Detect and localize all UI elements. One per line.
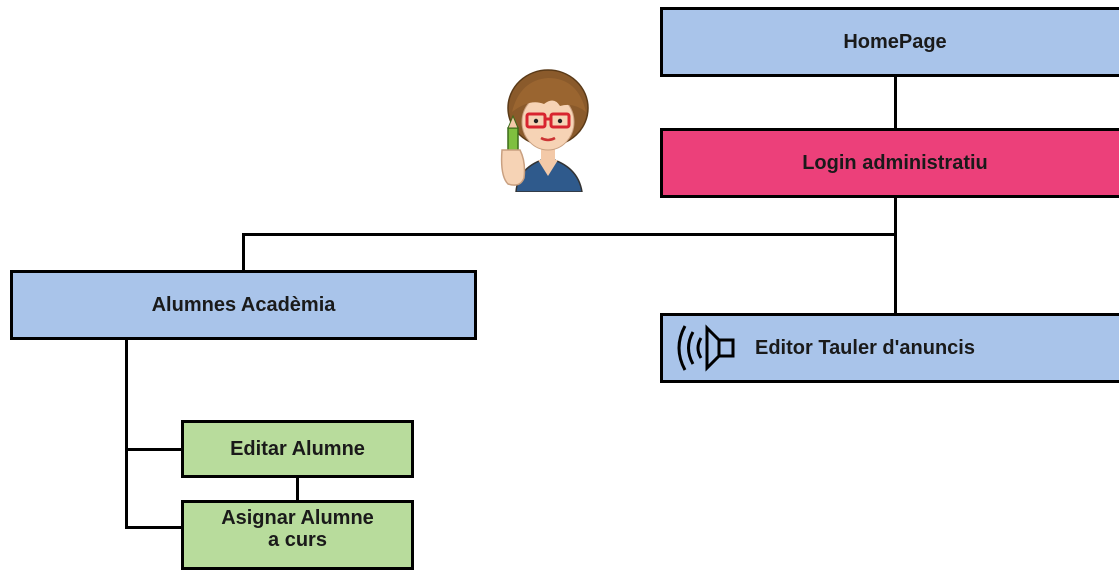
editor-tauler-node: Editor Tauler d'anuncis [660,313,1119,383]
connector-alumnes-down [125,340,128,528]
homepage-label: HomePage [843,31,947,53]
login-administratiu-node: Login administratiu [660,128,1119,198]
alumnes-academia-label: Alumnes Acadèmia [151,294,336,316]
asignar-alumne-node: Asignar Alumne a curs [181,500,414,570]
connector-to-editar [125,448,181,451]
speaker-announcement-icon [677,324,735,372]
homepage-node: HomePage [660,7,1119,77]
connector-login-down [894,198,897,313]
connector-to-asignar [125,526,181,529]
login-administratiu-label: Login administratiu [802,152,988,174]
asignar-alumne-text: Asignar Alumne a curs [221,507,374,551]
connector-branch-alumnes [242,233,245,270]
editor-tauler-label: Editor Tauler d'anuncis [755,337,975,359]
connector-horizontal-branch [242,233,897,236]
connector-editar-asignar [296,478,299,500]
connector-homepage-login [894,77,897,128]
asignar-alumne-label-line2: a curs [268,529,327,551]
alumnes-academia-node: Alumnes Acadèmia [10,270,477,340]
asignar-alumne-label-line1: Asignar Alumne [221,507,374,529]
editar-alumne-node: Editar Alumne [181,420,414,478]
editar-alumne-label: Editar Alumne [230,438,365,460]
admin-avatar-with-pencil-icon [500,69,589,192]
